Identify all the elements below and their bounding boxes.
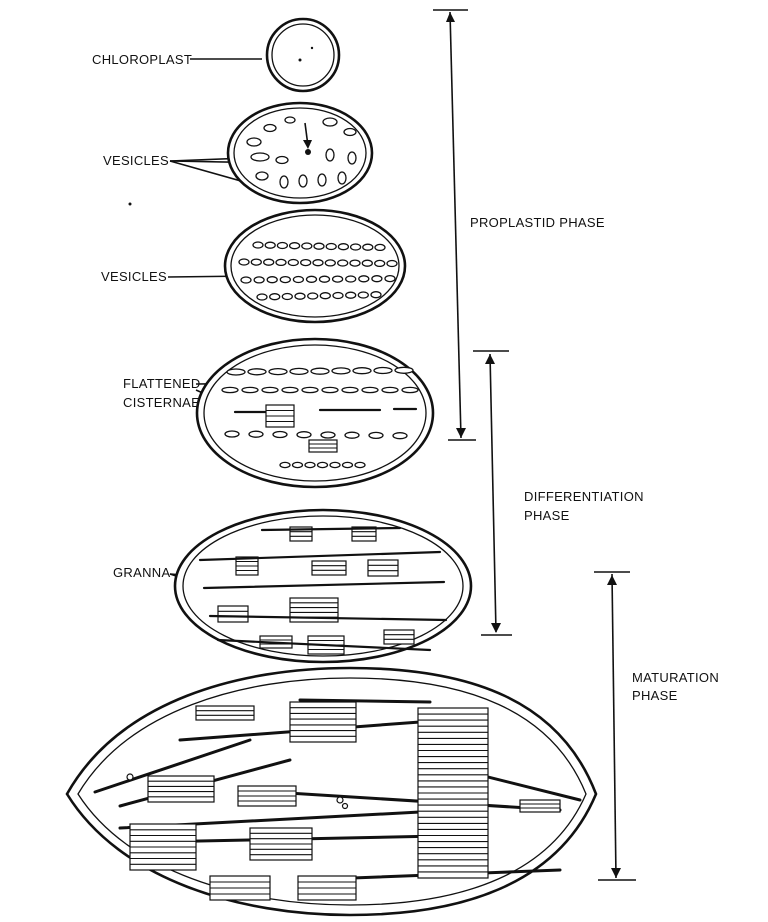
label-vesicles-1: VESICLES (103, 153, 169, 168)
label-differentiation-line2: PHASE (524, 508, 570, 523)
stage-vesicle-rows-ellipse (225, 210, 405, 322)
stage-flattened-cisternae-ellipse (197, 339, 433, 487)
stray-dot (129, 203, 132, 206)
stage-proplastid-circle (267, 19, 339, 91)
label-granna: GRANNA (113, 565, 170, 580)
bracket-maturation-phase (594, 572, 636, 880)
label-maturation-line2: PHASE (632, 688, 678, 703)
label-proplastid-phase: PROPLASTID PHASE (470, 215, 605, 230)
bracket-differentiation-phase (473, 351, 512, 635)
label-chloroplast: CHLOROPLAST (92, 52, 192, 67)
stage-granna-ellipse (175, 510, 471, 662)
label-flattened-line2: CISTERNAE (123, 395, 200, 410)
label-flattened-line1: FLATTENED (123, 376, 201, 391)
label-differentiation-line1: DIFFERENTIATION (524, 489, 644, 504)
label-maturation-line1: MATURATION (632, 670, 719, 685)
stage-mature-chloroplast (67, 668, 596, 915)
label-vesicles-2: VESICLES (101, 269, 167, 284)
stage-vesicles-ellipse (228, 103, 372, 203)
